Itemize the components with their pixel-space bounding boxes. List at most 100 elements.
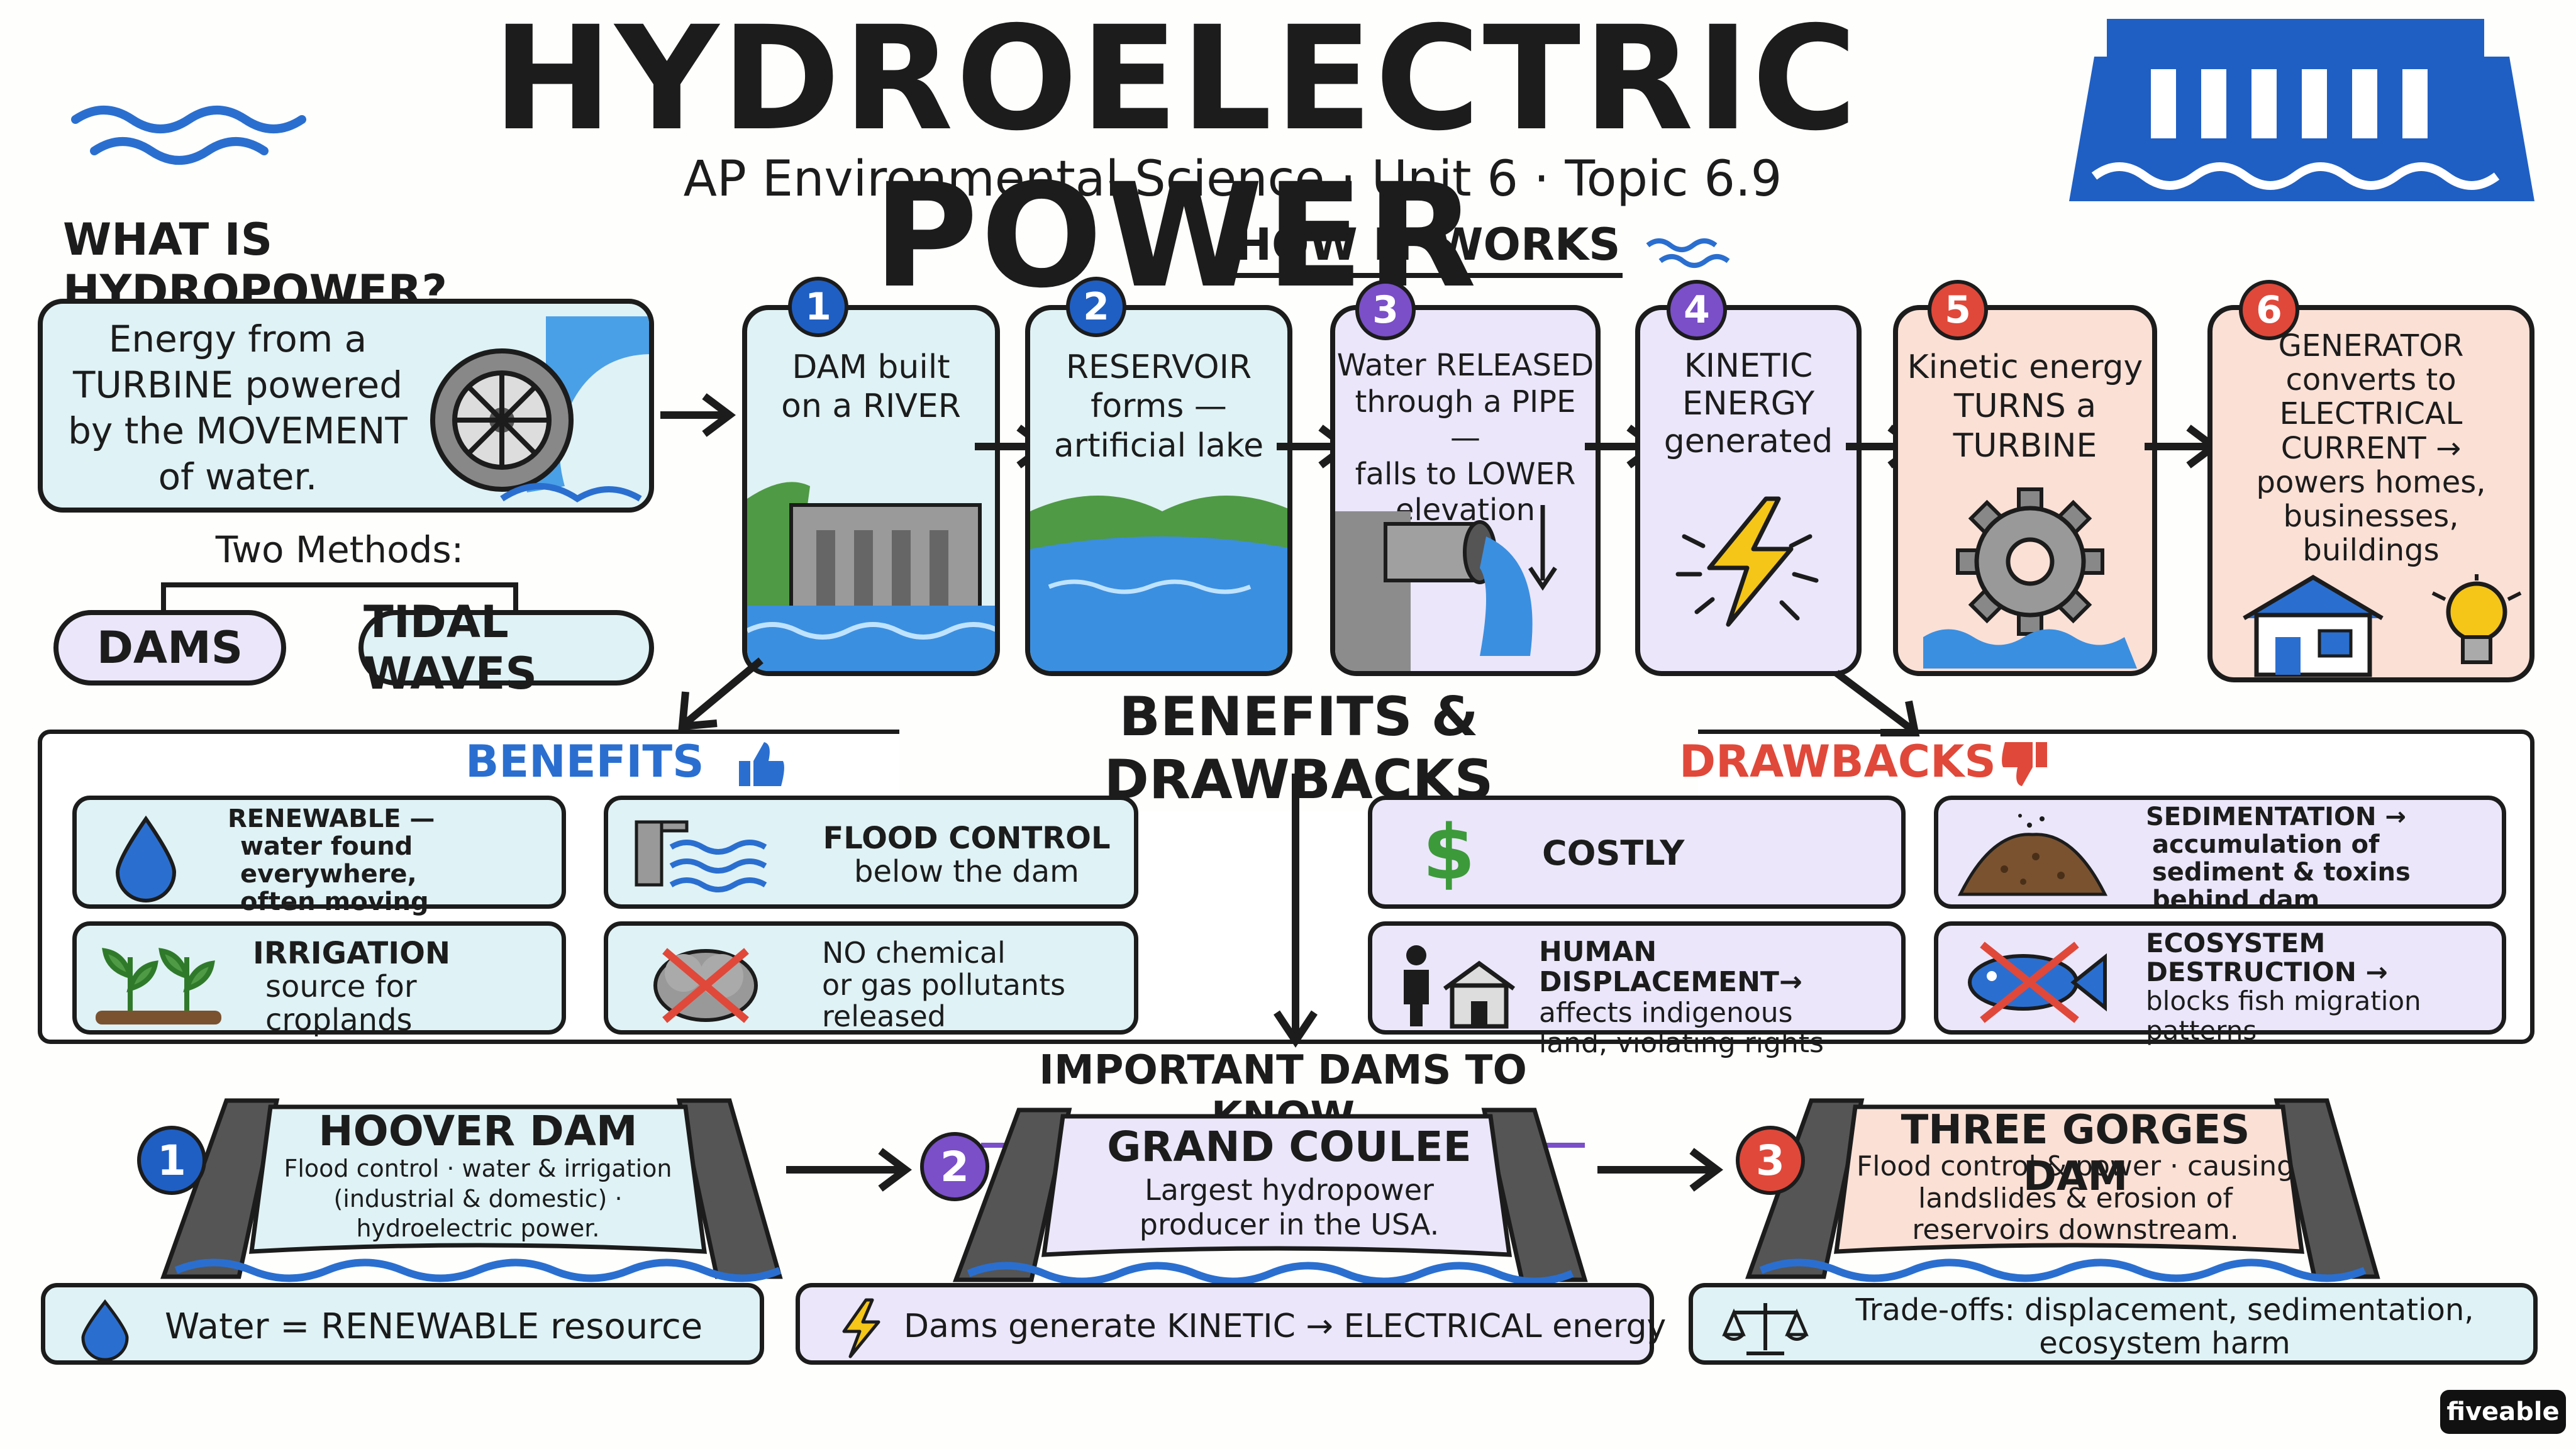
step-line: powers homes, <box>2256 464 2486 500</box>
dam-number: 3 <box>1736 1126 1805 1195</box>
benefit-text: FLOOD CONTROL below the dam <box>822 822 1111 889</box>
dam-number: 1 <box>137 1126 206 1195</box>
intro-text: Energy from a TURBINE powered by the MOV… <box>55 316 420 500</box>
step-number: 5 <box>1928 280 1988 340</box>
lightbulb-icon <box>2431 574 2522 664</box>
drawback-line: HUMAN DISPLACEMENT→ <box>1539 936 1802 999</box>
methods-bracket <box>161 582 518 616</box>
drawback-line: SEDIMENTATION → <box>2146 802 2406 831</box>
step-line: generated <box>1663 422 1833 460</box>
summary-card: Dams generate KINETIC → ELECTRICAL energ… <box>796 1283 1666 1365</box>
waves-icon <box>1646 238 1730 268</box>
benefits-label: BENEFITS <box>465 736 704 787</box>
step-line: Kinetic energy <box>1907 348 2143 386</box>
dam-line: (industrial & domestic) · <box>333 1184 623 1213</box>
water-wheel-icon <box>430 316 649 502</box>
drawback-line: blocks fish migration <box>2146 985 2421 1017</box>
benefit-line: FLOOD CONTROL <box>823 821 1111 856</box>
dam-line: Largest hydropower <box>1145 1173 1434 1207</box>
no-pollution-icon <box>653 948 758 1023</box>
benefit-line: water found <box>240 832 413 861</box>
step-line: TURBINE <box>1953 426 2097 465</box>
dollar-icon: $ <box>1423 809 1475 897</box>
drawback-line: affects indigenous <box>1539 996 1793 1029</box>
benefit-card: FLOOD CONTROL below the dam <box>604 796 1138 909</box>
benefit-line: or gas pollutants <box>822 967 1066 1002</box>
summary-text: Trade-offs: displacement, sedimentation,… <box>1819 1294 2511 1360</box>
dam-line: reservoirs downstream. <box>1912 1214 2239 1246</box>
how-heading: HOW IT WORKS <box>1233 219 1623 278</box>
step-2-text: RESERVOIR forms — artificial lake <box>1030 348 1287 465</box>
benefit-line: NO chemical <box>822 936 1006 970</box>
dam-icon <box>747 482 995 671</box>
drawback-card: SEDIMENTATION → accumulation of sediment… <box>1934 796 2506 914</box>
thumbs-up-icon <box>739 742 784 786</box>
step-number: 1 <box>788 277 848 337</box>
drawback-line: land, violating rights <box>1539 1027 1824 1060</box>
benefit-line: IRRIGATION <box>253 936 451 971</box>
dam-number: 2 <box>920 1132 989 1201</box>
benefit-text: NO chemical or gas pollutants released <box>822 937 1065 1033</box>
step-line: RESERVOIR <box>1065 348 1252 386</box>
step-line: TURNS a <box>1953 387 2097 426</box>
method-dams: DAMS <box>53 610 286 686</box>
step-5-text: Kinetic energy TURNS a TURBINE <box>1898 348 2152 465</box>
step-line: Water RELEASED <box>1336 348 1594 383</box>
drawback-line: DESTRUCTION → <box>2146 957 2388 988</box>
step-line: artificial lake <box>1053 426 1264 465</box>
dam-icon <box>952 1108 1588 1285</box>
benefit-line: source for <box>265 969 417 1004</box>
benefit-line: croplands <box>265 1002 413 1038</box>
dam-name: GRAND COULEE <box>1107 1123 1472 1171</box>
step-line: forms — <box>1091 387 1227 426</box>
summary-text: Dams generate KINETIC → ELECTRICAL energ… <box>904 1307 1667 1345</box>
step-line: through a PIPE — <box>1355 384 1576 456</box>
benefit-text: IRRIGATION source for croplands <box>253 937 450 1036</box>
drawbacks-label: DRAWBACKS <box>1679 736 1996 787</box>
step-number: 6 <box>2239 280 2299 340</box>
step-line: businesses, <box>2283 499 2459 535</box>
thumbs-down-icon <box>2002 742 2047 786</box>
drawback-line: ECOSYSTEM <box>2146 928 2326 958</box>
step-6-text: GENERATOR converts to ELECTRICAL CURRENT… <box>2212 329 2529 568</box>
step-line: GENERATOR <box>2278 328 2464 364</box>
lake-icon <box>1030 496 1287 671</box>
step-number: 2 <box>1066 277 1126 337</box>
scales-icon <box>1722 1303 1809 1355</box>
summary-text: Water = RENEWABLE resource <box>165 1306 703 1347</box>
intro-line: of water. <box>158 455 318 499</box>
benefit-line: RENEWABLE — <box>228 804 435 833</box>
step-line: KINETIC <box>1684 347 1813 385</box>
no-fish-icon <box>1968 941 2107 1023</box>
arrow-icon <box>660 393 736 437</box>
step-line: ELECTRICAL <box>2279 396 2463 432</box>
dam-name: THREE GORGES DAM <box>1901 1107 2250 1200</box>
waves-icon <box>71 106 306 165</box>
step-1-text: DAM built on a RIVER <box>747 348 995 426</box>
drawback-line: behind dam <box>2152 886 2320 914</box>
benefit-card: NO chemical or gas pollutants released <box>604 921 1138 1035</box>
drawback-line: sediment & toxins <box>2152 858 2411 887</box>
drawback-card: $ COSTLY <box>1368 796 1906 909</box>
step-line: on a RIVER <box>781 387 961 426</box>
intro-line: Energy from a <box>108 318 367 360</box>
dam-logo-icon <box>2069 19 2534 201</box>
step-line: ENERGY <box>1682 384 1815 423</box>
summary-card: Trade-offs: displacement, sedimentation,… <box>1689 1283 2538 1365</box>
summary-card: Water = RENEWABLE resource <box>41 1283 764 1365</box>
drawback-text: HUMAN DISPLACEMENT→ affects indigenous l… <box>1539 936 1901 1060</box>
summary-line: ecosystem harm <box>2039 1325 2290 1361</box>
house-icon <box>2243 574 2384 677</box>
benefit-line: often moving <box>240 887 429 916</box>
drawback-card: ECOSYSTEM DESTRUCTION → blocks fish migr… <box>1934 921 2506 1045</box>
dirt-pile-icon <box>1957 814 2108 896</box>
benefit-line: released <box>822 999 946 1034</box>
step-line: buildings <box>2302 533 2440 569</box>
benefit-line: everywhere, <box>240 860 417 889</box>
intro-card: Energy from a TURBINE powered by the MOV… <box>38 299 654 513</box>
dam-icon <box>1745 1098 2380 1282</box>
step-card-2: RESERVOIR forms — artificial lake <box>1025 305 1292 676</box>
dam-description: Flood control · water & irrigation (indu… <box>264 1154 692 1244</box>
lightning-icon <box>842 1298 880 1358</box>
water-drop-icon <box>115 815 177 902</box>
